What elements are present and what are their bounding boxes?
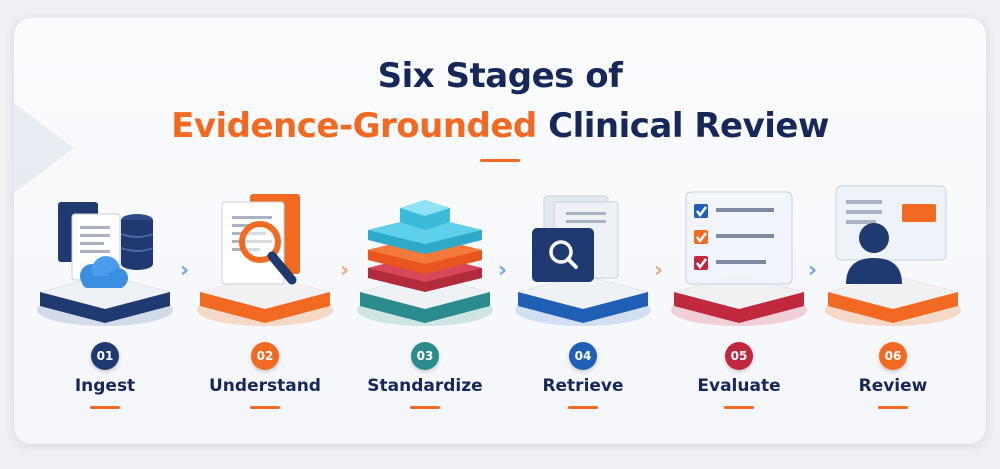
title-line-1: Six Stages of xyxy=(377,56,623,96)
stage-evaluate: 05 Evaluate xyxy=(664,180,814,420)
stage-label-review: Review xyxy=(858,376,928,396)
stage-number-01: 01 xyxy=(91,342,119,370)
arrow-icon: › xyxy=(498,258,508,283)
stage-underline xyxy=(568,406,598,409)
stage-ingest: 01 Ingest xyxy=(30,180,180,420)
stage-standardize: 03 Standardize xyxy=(350,180,500,420)
stage-underline xyxy=(878,406,908,409)
stage-label-understand: Understand xyxy=(209,376,321,396)
title-highlight: Evidence-Grounded xyxy=(171,106,537,146)
stage-number-04: 04 xyxy=(569,342,597,370)
arrow-icon: › xyxy=(340,258,350,283)
stage-label-ingest: Ingest xyxy=(74,376,136,396)
stage-understand: 02 Understand xyxy=(190,180,340,420)
stage-number-05: 05 xyxy=(725,342,753,370)
stage-underline xyxy=(90,406,120,409)
title-line-2: Evidence-Grounded Clinical Review xyxy=(0,106,1000,146)
title-underline xyxy=(480,159,520,162)
stage-number-06: 06 xyxy=(879,342,907,370)
stage-number-02: 02 xyxy=(251,342,279,370)
stage-underline xyxy=(250,406,280,409)
stage-review: 06 Review xyxy=(818,180,968,420)
reviewer-screen-icon xyxy=(825,185,961,326)
infographic-card xyxy=(14,18,986,444)
title-rest: Clinical Review xyxy=(548,106,829,146)
stage-number-03: 03 xyxy=(411,342,439,370)
checklist-icon xyxy=(671,191,807,326)
stage-label-evaluate: Evaluate xyxy=(697,376,781,396)
stage-retrieve: 04 Retrieve xyxy=(508,180,658,420)
arrow-icon: › xyxy=(654,258,664,283)
arrow-icon: › xyxy=(808,258,818,283)
search-documents-icon xyxy=(515,195,651,326)
stacked-layers-icon xyxy=(357,200,493,326)
stage-label-retrieve: Retrieve xyxy=(542,376,624,396)
stage-underline xyxy=(724,406,754,409)
stage-underline xyxy=(410,406,440,409)
documents-database-cloud-icon xyxy=(37,202,173,326)
stage-label-standardize: Standardize xyxy=(367,376,483,396)
arrow-icon: › xyxy=(180,258,190,283)
document-magnifier-icon xyxy=(197,194,333,326)
